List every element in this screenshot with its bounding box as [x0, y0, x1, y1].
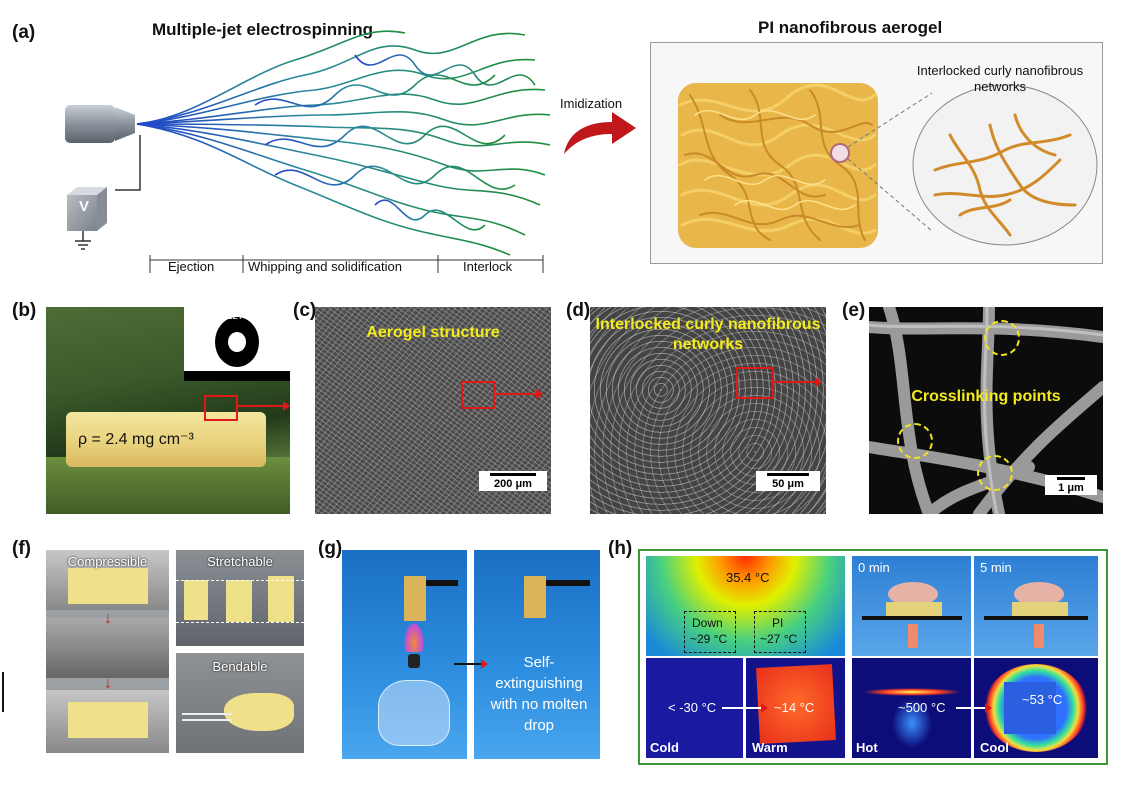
photo-self-extinguished: Self-extinguishing with no molten drop [474, 550, 600, 759]
panel-c-label: (c) [293, 300, 317, 321]
time5-label: 5 min [980, 560, 1012, 575]
bendable-label: Bendable [212, 659, 268, 674]
time0-label: 0 min [858, 560, 890, 575]
edge-mark [2, 672, 4, 712]
contact-angle-inset: ~127° [184, 307, 290, 381]
self-extinguishing-caption: Self-extinguishing with no molten drop [490, 654, 588, 734]
voltage-label: V [79, 198, 90, 215]
sem-d-caption: Interlocked curly nanofibrous networks [595, 316, 821, 353]
sem-e-caption: Crosslinking points [911, 388, 1061, 405]
hot-temp: ~500 °C [898, 700, 946, 715]
photo-time5: 5 min [974, 556, 1098, 656]
panel-e-label: (e) [842, 300, 866, 321]
panel-h-frame [638, 549, 1108, 765]
photo-time0: 0 min [852, 556, 971, 656]
stage-ejection: Ejection [168, 259, 215, 274]
electrospinning-title: Multiple-jet electrospinning [152, 20, 374, 39]
thermal-warm: ~14 °C Warm [746, 658, 845, 758]
thermal-cold: < -30 °C Cold [646, 658, 743, 758]
thermal-body-image: 35.4 °C Down ~29 °C PI ~27 °C [646, 556, 845, 656]
sem-image-e: Crosslinking points 1 μm [869, 307, 1103, 514]
sem-d-scalebar: 50 μm [756, 471, 820, 491]
photo-bendable: Bendable [176, 653, 304, 753]
hot-cool-arrow [956, 703, 992, 713]
photo-flame-test [342, 550, 467, 759]
compressible-label: Compressible [67, 554, 148, 569]
cold-temp: < -30 °C [668, 700, 717, 715]
electrospinning-diagram [65, 30, 551, 273]
cold-warm-arrow [722, 703, 768, 713]
aerogel-illustration [678, 83, 1098, 248]
stretchable-label: Stretchable [207, 554, 273, 569]
photo-stretchable: Stretchable [176, 550, 304, 646]
sem-c-caption: Aerogel structure [366, 324, 500, 341]
pi-label: PI [772, 616, 784, 630]
zoom-circle [912, 84, 1098, 246]
thermal-hot: ~500 °C Hot [852, 658, 971, 758]
imidization-arrow [564, 112, 636, 154]
pi-temp: ~27 °C [760, 632, 798, 646]
panel-f-label: (f) [12, 538, 31, 559]
cool-label: Cool [980, 740, 1009, 755]
aerogel-cube [678, 83, 878, 248]
cold-label: Cold [650, 740, 679, 755]
panel-g-label: (g) [318, 538, 343, 559]
zoom-fibers [933, 113, 1077, 237]
zoom-label: Interlocked curly nanofibrous networks [916, 63, 1084, 94]
sem-image-c: Aerogel structure 200 μm [315, 307, 551, 514]
fiber-jets [136, 30, 551, 256]
panel-h-label: (h) [608, 538, 633, 559]
panel-b-label: (b) [12, 300, 37, 321]
stage-interlock: Interlock [463, 259, 513, 274]
sem-e-scalebar: 1 μm [1045, 475, 1097, 495]
down-label: Down [692, 616, 723, 630]
aerogel-sample [66, 412, 266, 467]
cool-temp: ~53 °C [1022, 692, 1063, 707]
contact-angle-value: ~127° [221, 311, 248, 322]
panel-d-label: (d) [566, 300, 591, 321]
hot-label: Hot [856, 740, 878, 755]
body-temp: 35.4 °C [726, 570, 770, 585]
panel-a-label: (a) [12, 22, 36, 43]
sem-image-d: Interlocked curly nanofibrous networks 5… [590, 307, 826, 514]
aerogel-title: PI nanofibrous aerogel [758, 18, 943, 37]
down-temp: ~29 °C [690, 632, 728, 646]
stage-whipping: Whipping and solidification [248, 259, 402, 274]
density-label: ρ = 2.4 mg cm⁻³ [78, 431, 194, 448]
warm-label: Warm [752, 740, 788, 755]
photo-aerogel-on-leaf: ~127° ρ = 2.4 mg cm⁻³ [46, 307, 290, 514]
voltage-source [67, 195, 97, 231]
photo-compressible: ↓ ↓ Compressible [46, 550, 169, 753]
thermal-cool: ~53 °C Cool [974, 658, 1098, 758]
g-arrow [454, 659, 488, 669]
spinneret [65, 105, 115, 143]
sem-c-scalebar: 200 μm [479, 471, 547, 491]
imidization-label: Imidization [560, 96, 623, 111]
warm-temp: ~14 °C [774, 700, 815, 715]
